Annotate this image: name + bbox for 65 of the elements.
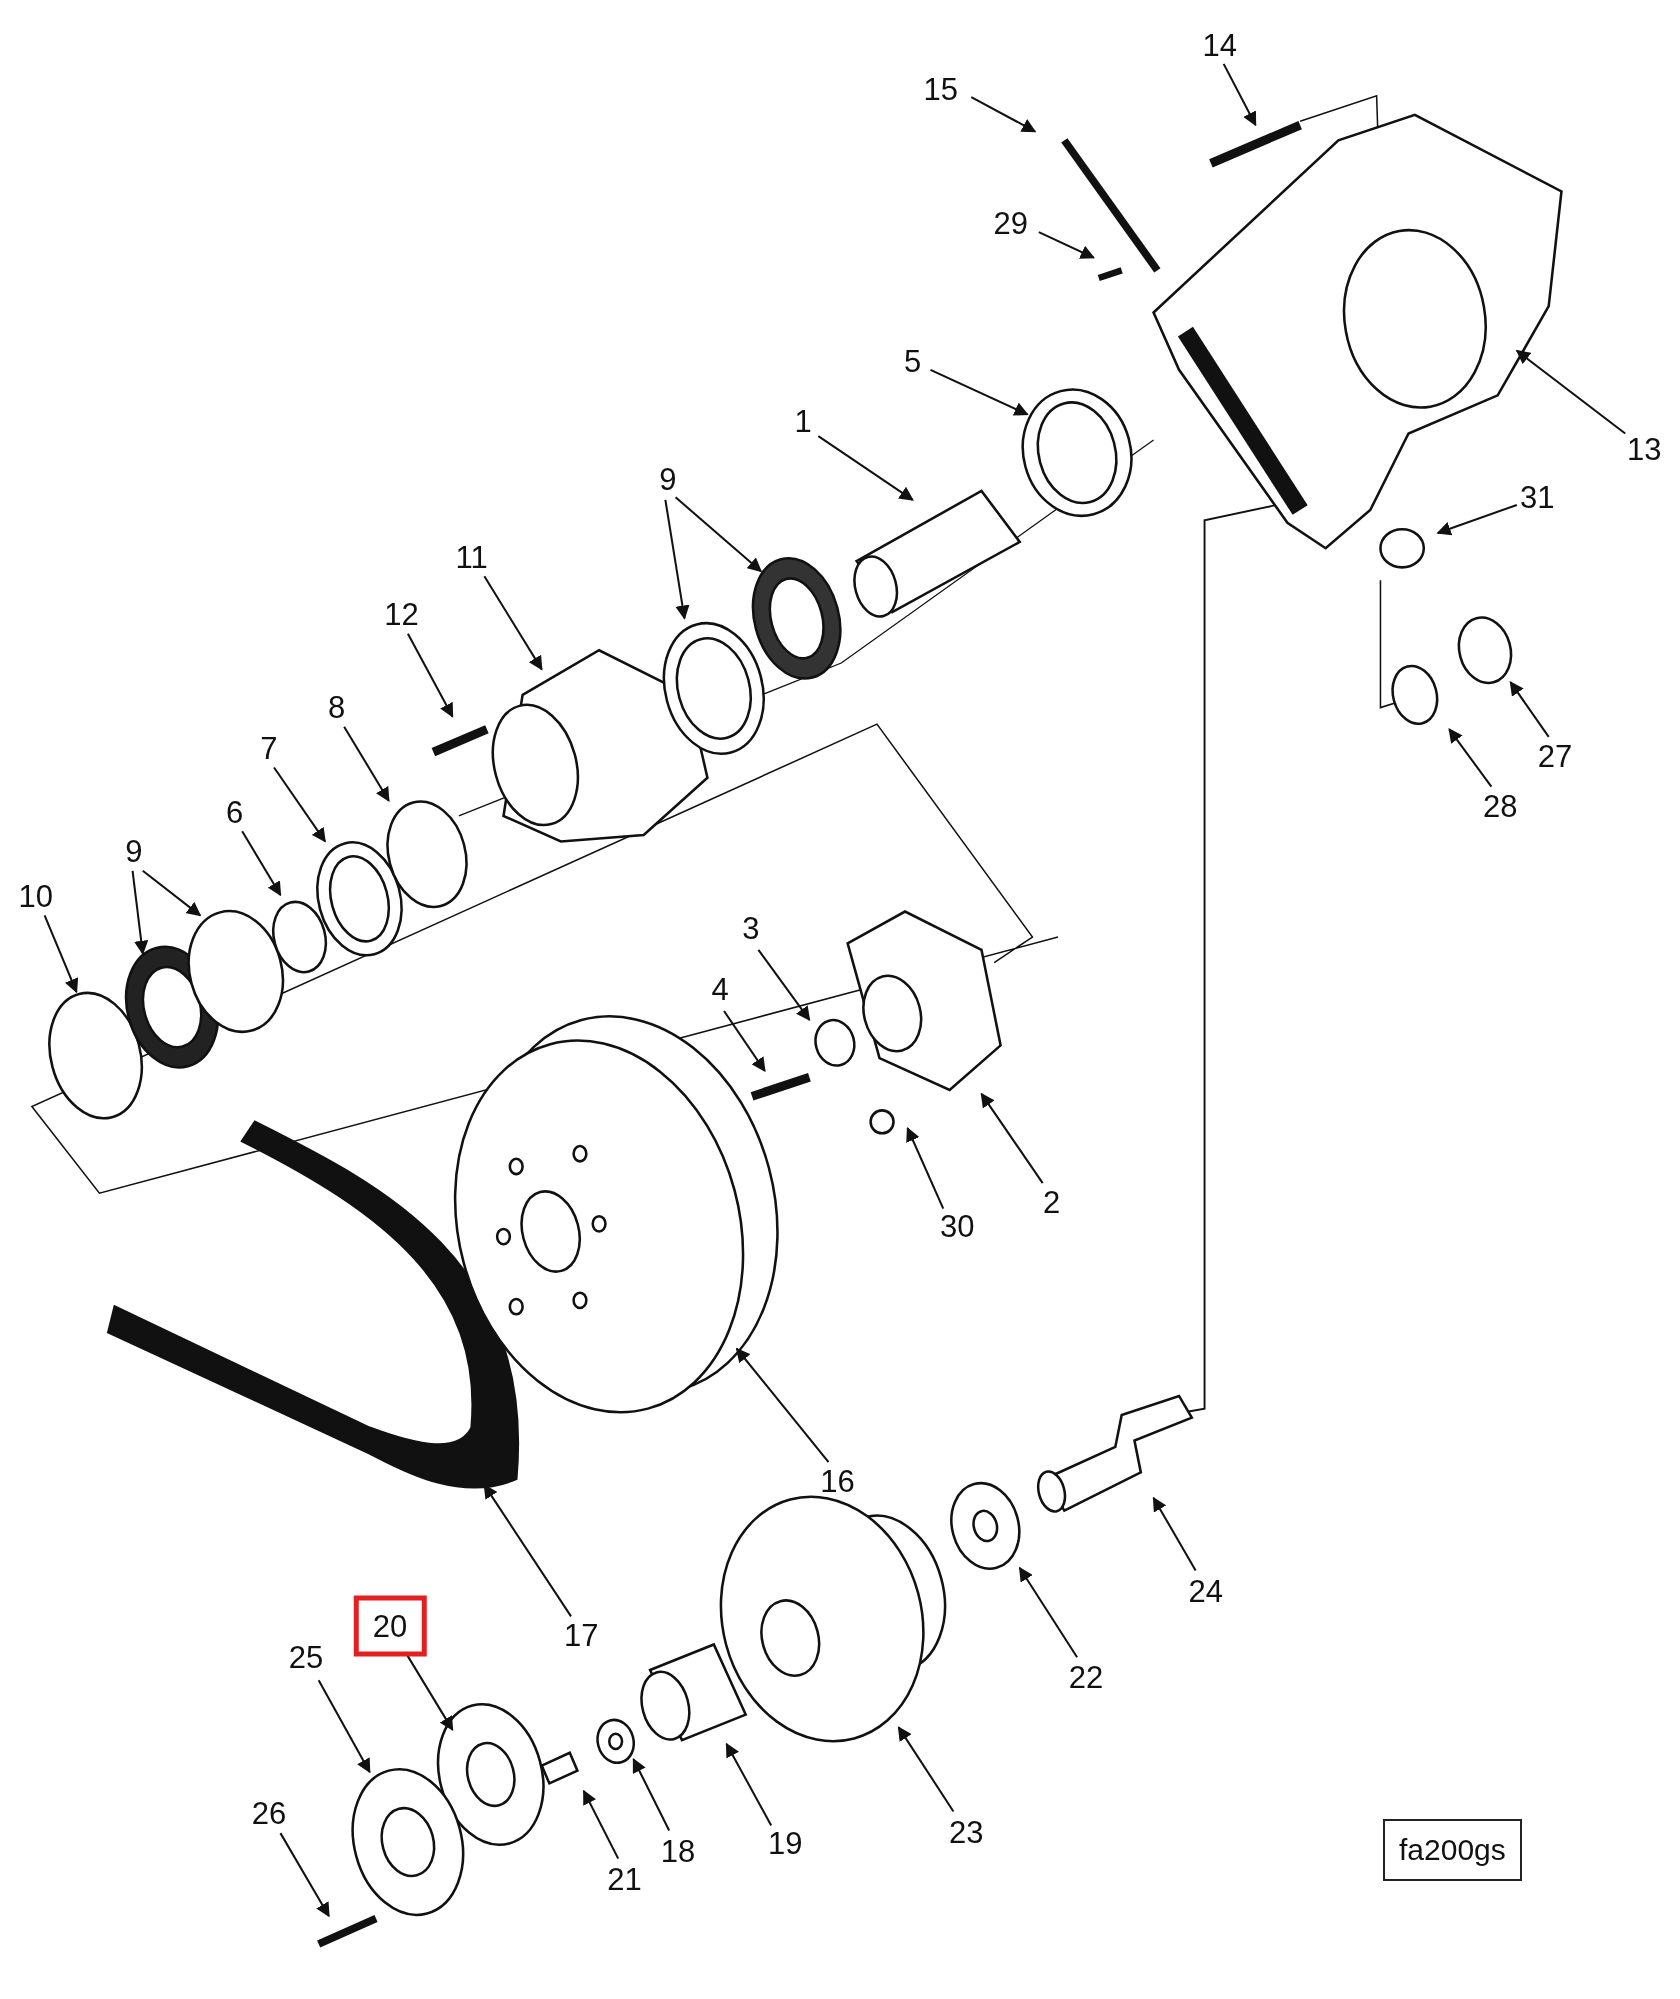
drawing-code-label: fa200gs bbox=[1383, 1818, 1522, 1881]
leader-arrow bbox=[897, 1726, 955, 1812]
callout-number: 21 bbox=[604, 1861, 645, 1897]
callout-number: 18 bbox=[657, 1833, 699, 1869]
callout-number: 30 bbox=[937, 1208, 978, 1244]
callout-number: 1 bbox=[791, 403, 815, 439]
leader-arrow bbox=[930, 368, 1029, 416]
callout-number: 31 bbox=[1517, 479, 1558, 515]
callout-number: 12 bbox=[381, 596, 422, 632]
leader-arrow bbox=[1509, 680, 1550, 738]
leader-arrow bbox=[317, 1679, 371, 1774]
callout-number: 27 bbox=[1534, 738, 1576, 774]
callout-number: 20 bbox=[353, 1595, 427, 1657]
leader-arrow bbox=[131, 870, 149, 956]
leader-arrow bbox=[735, 1347, 830, 1463]
leader-arrow bbox=[1018, 1566, 1078, 1658]
leader-arrow bbox=[407, 633, 454, 718]
leader-arrow bbox=[483, 575, 543, 671]
leader-arrow bbox=[1222, 63, 1257, 127]
leader-arrow bbox=[980, 1092, 1044, 1184]
leader-arrow bbox=[1515, 349, 1626, 435]
callout-number: 4 bbox=[708, 971, 732, 1007]
leader-arrow bbox=[723, 1010, 766, 1073]
callout-number: 13 bbox=[1624, 431, 1665, 467]
callout-number: 25 bbox=[285, 1639, 327, 1675]
leader-arrow bbox=[817, 435, 914, 501]
leader-arrow bbox=[142, 869, 202, 917]
callout-number: 3 bbox=[739, 910, 763, 946]
leader-arrow bbox=[632, 1757, 671, 1832]
leader-arrow bbox=[906, 1126, 945, 1209]
leader-arrow bbox=[664, 499, 690, 620]
leader-arrow bbox=[1152, 1496, 1197, 1572]
leader-arrow bbox=[43, 914, 79, 994]
leader-arrow bbox=[241, 830, 282, 897]
callout-number: 24 bbox=[1185, 1573, 1227, 1609]
callout-number: 14 bbox=[1199, 27, 1241, 63]
leader-arrow bbox=[1038, 231, 1095, 259]
callout-number: 28 bbox=[1480, 788, 1521, 824]
callout-number: 22 bbox=[1065, 1659, 1107, 1695]
leader-arrow bbox=[343, 726, 390, 802]
leader-arrow bbox=[674, 496, 763, 573]
callout-number: 2 bbox=[1039, 1184, 1064, 1220]
leader-arrow bbox=[273, 766, 326, 843]
leader-arrow bbox=[1436, 503, 1518, 536]
callout-number: 15 bbox=[920, 71, 961, 107]
callout-number: 10 bbox=[15, 878, 56, 914]
callout-number: 6 bbox=[222, 794, 247, 830]
callout-number: 23 bbox=[945, 1814, 987, 1850]
callout-number: 5 bbox=[901, 343, 925, 379]
callout-number: 8 bbox=[324, 689, 349, 725]
callout-number: 29 bbox=[990, 205, 1032, 241]
leader-arrow bbox=[582, 1789, 620, 1860]
callout-number: 16 bbox=[817, 1463, 858, 1499]
callout-number: 19 bbox=[764, 1825, 806, 1861]
callout-number: 26 bbox=[248, 1795, 290, 1831]
callout-number: 9 bbox=[122, 833, 146, 869]
leader-arrow bbox=[757, 949, 811, 1022]
leader-arrow bbox=[725, 1742, 773, 1826]
callout-number: 9 bbox=[656, 461, 680, 497]
leader-arrow bbox=[279, 1832, 330, 1918]
callout-number: 17 bbox=[561, 1617, 602, 1653]
leader-arrow bbox=[970, 96, 1037, 133]
callout-number: 11 bbox=[452, 539, 491, 575]
callout-number: 7 bbox=[257, 730, 281, 766]
leader-arrow bbox=[1448, 728, 1493, 788]
